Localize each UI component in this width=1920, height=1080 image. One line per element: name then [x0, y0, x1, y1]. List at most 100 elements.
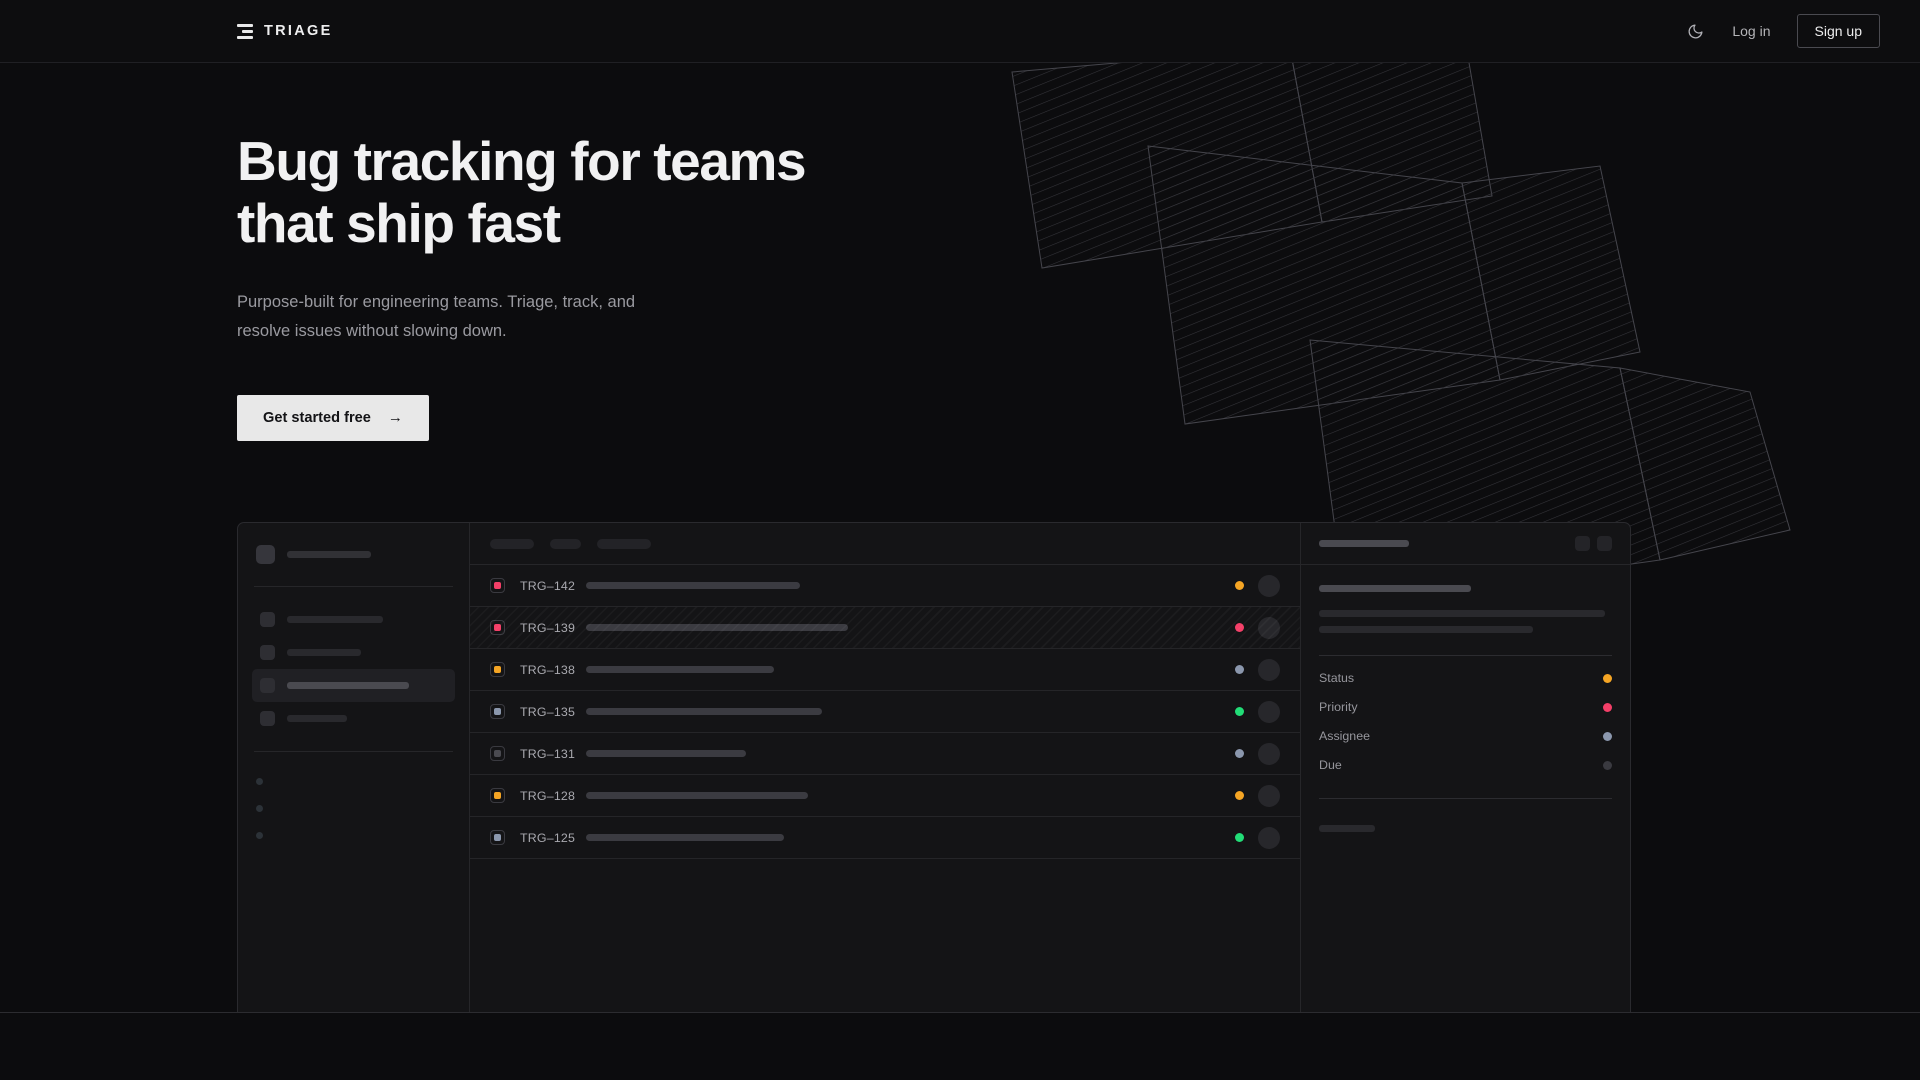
- workspace-switcher[interactable]: [252, 539, 455, 570]
- sidebar-divider-bottom: [254, 751, 453, 752]
- avatar: [1258, 616, 1280, 639]
- status-badge: [1235, 665, 1244, 674]
- sidebar-item-icon: [260, 612, 275, 627]
- issue-key: TRG–139: [520, 620, 576, 635]
- issue-key: TRG–131: [520, 746, 576, 761]
- status-badge: [1235, 623, 1244, 632]
- page-bottom-rule: [0, 1012, 1920, 1013]
- sidebar-item-icon: [260, 678, 275, 693]
- issue-title-skeleton: [586, 834, 784, 841]
- priority-indicator: [490, 830, 505, 845]
- issue-key: TRG–128: [520, 788, 576, 803]
- sidebar-mini-item-1[interactable]: [252, 768, 455, 795]
- hero-subtitle-line-2: resolve issues without slowing down.: [237, 321, 507, 340]
- sidebar-divider-top: [254, 586, 453, 587]
- sidebar-item-label-skeleton: [287, 649, 361, 656]
- avatar: [1258, 574, 1280, 597]
- activity-divider: [1319, 798, 1612, 799]
- status-badge: [1235, 833, 1244, 842]
- sidebar-mini-dot-icon: [256, 805, 263, 812]
- detail-body-line-1: [1319, 585, 1471, 592]
- detail-action-2-button[interactable]: [1597, 536, 1612, 551]
- stacked-bars-logo-icon: [237, 23, 253, 39]
- avatar: [1258, 658, 1280, 681]
- meta-row-due[interactable]: Due: [1319, 743, 1612, 772]
- sidebar-mini-dot-icon: [256, 832, 263, 839]
- sidebar-mini-dot-icon: [256, 778, 263, 785]
- meta-row-priority[interactable]: Priority: [1319, 685, 1612, 714]
- issue-row[interactable]: TRG–138: [470, 649, 1300, 691]
- sidebar-item-1[interactable]: [252, 603, 455, 636]
- sidebar-item-icon: [260, 711, 275, 726]
- issue-key: TRG–125: [520, 830, 576, 845]
- priority-indicator: [490, 578, 505, 593]
- arrow-right-icon: →: [387, 409, 403, 427]
- meta-value-dot: [1603, 702, 1612, 712]
- issue-row[interactable]: TRG–131: [470, 733, 1300, 775]
- meta-value-dot: [1603, 673, 1612, 683]
- activity-2: [1319, 845, 1612, 858]
- status-badge: [1235, 707, 1244, 716]
- sidebar-item-2[interactable]: [252, 636, 455, 669]
- sidebar-item-4[interactable]: [252, 702, 455, 735]
- sidebar-item-3[interactable]: [252, 669, 455, 702]
- app-sidebar: [238, 523, 470, 1012]
- sidebar-mini-item-2[interactable]: [252, 795, 455, 822]
- get-started-button[interactable]: Get started free →: [237, 394, 429, 441]
- hero-section: Bug tracking for teams that ship fast Pu…: [0, 63, 1920, 441]
- detail-divider: [1319, 655, 1612, 656]
- filter-chip-3[interactable]: [597, 538, 651, 549]
- sidebar-item-label-skeleton: [287, 715, 347, 722]
- issue-title-skeleton: [586, 708, 822, 715]
- sidebar-item-icon: [260, 645, 275, 660]
- meta-value-dot: [1603, 731, 1612, 741]
- priority-indicator: [490, 704, 505, 719]
- header-actions: Log in Sign up: [1684, 14, 1880, 48]
- activity-section-label: [1319, 825, 1612, 832]
- signup-button[interactable]: Sign up: [1796, 14, 1880, 48]
- issue-title-skeleton: [586, 624, 848, 631]
- workspace-avatar: [256, 545, 275, 564]
- activity-1: [1319, 832, 1612, 845]
- detail-title-skeleton: [1319, 540, 1409, 547]
- detail-header: [1301, 523, 1630, 565]
- issue-list-toolbar: [470, 523, 1300, 565]
- brand-name: TRIAGE: [264, 23, 333, 39]
- issue-title-skeleton: [586, 792, 808, 799]
- priority-indicator: [490, 746, 505, 761]
- detail-action-1-button[interactable]: [1575, 536, 1590, 551]
- priority-indicator: [490, 662, 505, 677]
- issue-title-skeleton: [586, 666, 774, 673]
- status-badge: [1235, 791, 1244, 800]
- priority-indicator: [490, 620, 505, 635]
- login-link[interactable]: Log in: [1732, 23, 1771, 39]
- sidebar-item-label-skeleton: [287, 616, 383, 623]
- page-title: Bug tracking for teams that ship fast: [237, 130, 957, 254]
- issue-row[interactable]: TRG–139: [470, 607, 1300, 649]
- meta-value-dot: [1603, 760, 1612, 770]
- issue-row[interactable]: TRG–125: [470, 817, 1300, 859]
- hero-title-line-2: that ship fast: [237, 191, 561, 254]
- issue-title-skeleton: [586, 582, 800, 589]
- avatar: [1258, 742, 1280, 765]
- brand-logo[interactable]: TRIAGE: [237, 23, 333, 39]
- priority-indicator: [490, 788, 505, 803]
- meta-label: Priority: [1319, 700, 1358, 714]
- filter-chip-1[interactable]: [490, 538, 534, 549]
- moon-icon[interactable]: [1684, 20, 1706, 42]
- issue-key: TRG–138: [520, 662, 576, 677]
- sidebar-mini-item-3[interactable]: [252, 822, 455, 849]
- meta-row-assignee[interactable]: Assignee: [1319, 714, 1612, 743]
- issue-row[interactable]: TRG–135: [470, 691, 1300, 733]
- issue-key: TRG–142: [520, 578, 576, 593]
- meta-row-status[interactable]: Status: [1319, 656, 1612, 685]
- workspace-name-skeleton: [287, 551, 371, 558]
- hero-subtitle: Purpose-built for engineering teams. Tri…: [237, 288, 717, 345]
- filter-chip-2[interactable]: [550, 538, 581, 549]
- issue-row[interactable]: TRG–142: [470, 565, 1300, 607]
- sidebar-item-label-skeleton: [287, 682, 409, 689]
- avatar: [1258, 700, 1280, 723]
- issue-row[interactable]: TRG–128: [470, 775, 1300, 817]
- get-started-label: Get started free: [263, 409, 371, 426]
